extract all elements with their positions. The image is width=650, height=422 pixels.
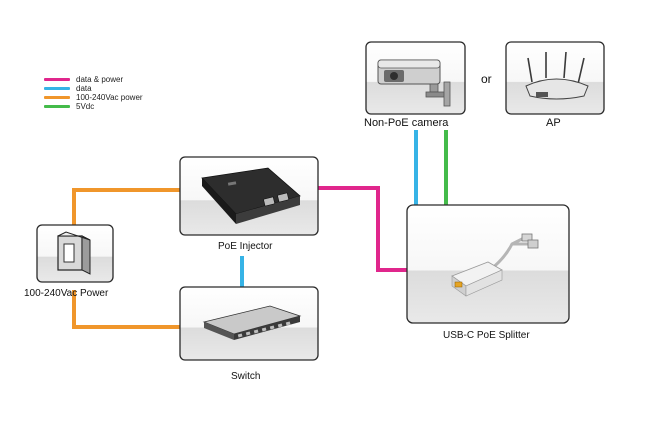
- power-label: 100-240Vac Power: [24, 288, 109, 299]
- splitter-node: [406, 204, 570, 324]
- legend-label: 100-240Vac power: [76, 93, 143, 102]
- switch-label: Switch: [231, 371, 261, 382]
- legend-item-data: data: [44, 84, 143, 93]
- switch-node: [179, 286, 319, 361]
- legend-item-data-power: data & power: [44, 75, 143, 84]
- ap-box: [505, 41, 605, 115]
- legend-label: data & power: [76, 75, 124, 84]
- power-adapter-icon: [57, 231, 91, 275]
- legend-label: data: [76, 84, 92, 93]
- legend: data & power data 100-240Vac power 5Vdc: [44, 75, 143, 111]
- ap-node: [505, 41, 605, 115]
- legend-swatch: [44, 87, 70, 90]
- ap-label: AP: [546, 117, 561, 129]
- injector-label: PoE Injector: [218, 241, 273, 252]
- power-node: [36, 224, 114, 283]
- ac-power-line-to-injector: [72, 188, 180, 226]
- network-switch-icon: [202, 305, 302, 340]
- camera-node: [365, 41, 466, 115]
- ac-power-line-to-switch: [72, 290, 180, 329]
- injector-node: [179, 156, 319, 236]
- access-point-icon: [525, 51, 589, 100]
- legend-swatch: [44, 105, 70, 108]
- data-power-line-injector-splitter: [318, 186, 407, 272]
- legend-item-ac-power: 100-240Vac power: [44, 93, 143, 102]
- poe-injector-icon: [201, 167, 301, 224]
- legend-swatch: [44, 96, 70, 99]
- or-label: or: [481, 72, 492, 86]
- splitter-label: USB-C PoE Splitter: [443, 330, 530, 341]
- camera-icon: [377, 59, 451, 107]
- legend-label: 5Vdc: [76, 102, 95, 111]
- connections: [72, 130, 448, 329]
- usb-c-poe-splitter-icon: [451, 233, 539, 297]
- camera-label: Non-PoE camera: [364, 117, 449, 129]
- legend-item-5vdc: 5Vdc: [44, 102, 143, 111]
- legend-swatch: [44, 78, 70, 81]
